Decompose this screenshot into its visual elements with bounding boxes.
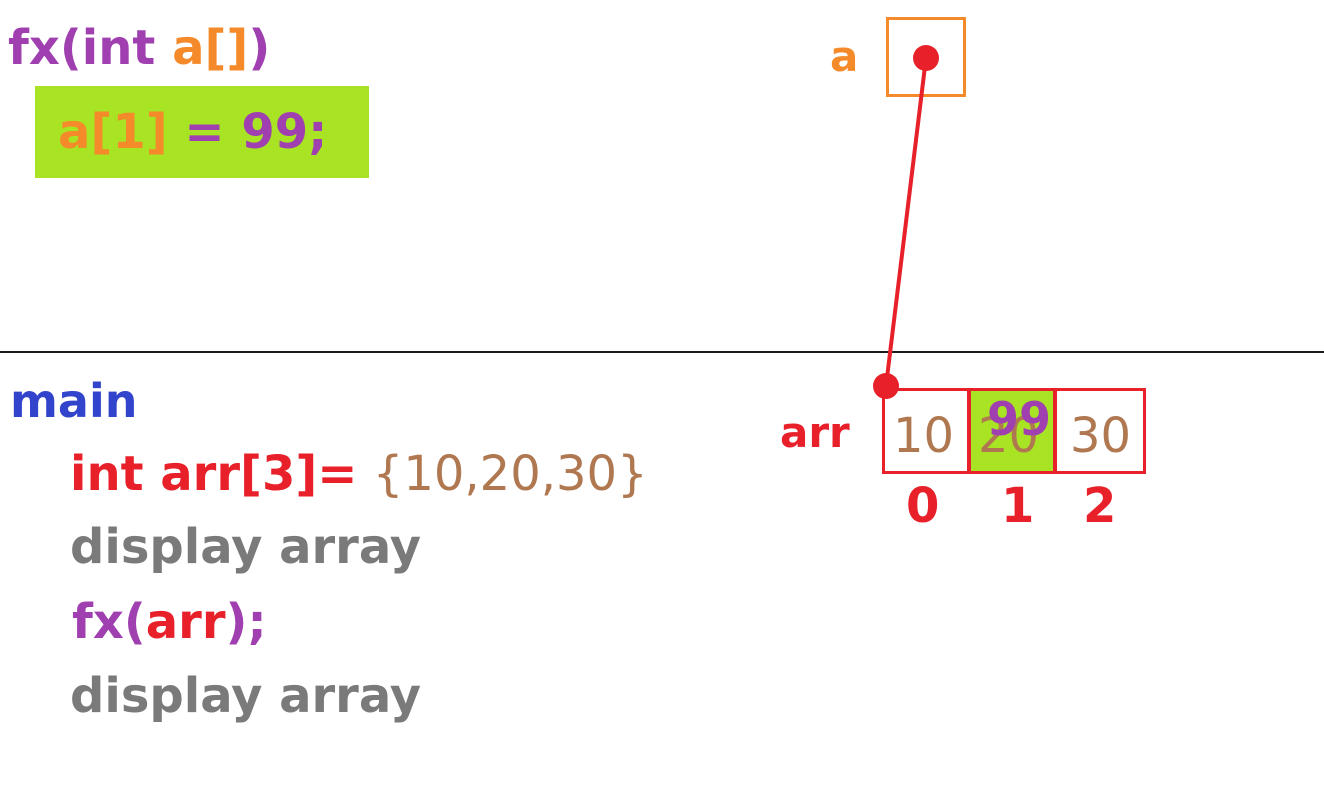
array-cell-2 (1054, 388, 1146, 474)
function-name: fx(int (8, 20, 173, 76)
call-close: ); (225, 594, 267, 650)
declaration-values: {10,20,30} (357, 446, 648, 502)
updated-value: 99 (987, 392, 1052, 446)
array-index-0: 0 (906, 478, 940, 534)
pointer-label: a (830, 32, 859, 81)
call-name: fx( (72, 594, 146, 650)
array-index-1: 1 (1001, 478, 1035, 534)
array-index-2: 2 (1083, 478, 1117, 534)
function-param: a[] (172, 20, 249, 76)
declaration-type: int arr[3]= (70, 446, 358, 502)
display-array-line-2: display array (70, 668, 422, 724)
pointer-line (884, 57, 928, 387)
array-label: arr (780, 408, 850, 457)
statement-lhs: a[1] (58, 104, 168, 160)
array-value-1: 20 (978, 408, 1040, 464)
array-value-2: 30 (1070, 408, 1132, 464)
statement-highlight (35, 86, 369, 178)
array-value-0: 10 (893, 408, 955, 464)
function-signature: fx(int a[]) (8, 24, 270, 72)
array-cell-1 (968, 388, 1056, 474)
call-arg: arr (145, 594, 226, 650)
statement-rhs: = 99; (167, 104, 328, 160)
assignment-statement: a[1] = 99; (58, 108, 327, 156)
function-call: fx(arr); (72, 598, 267, 646)
function-close-paren: ) (248, 20, 271, 76)
stack-frame-divider (0, 351, 1324, 353)
array-declaration: int arr[3]= {10,20,30} (70, 450, 648, 498)
pointer-variable-box (886, 17, 966, 97)
main-label: main (10, 374, 138, 428)
display-array-line-1: display array (70, 519, 422, 575)
